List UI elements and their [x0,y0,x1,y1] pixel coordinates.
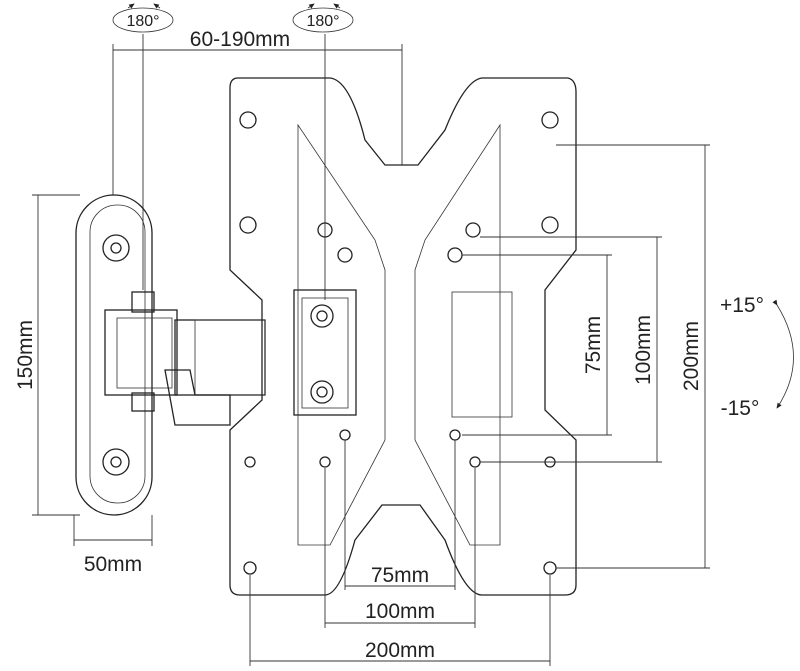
vesa-h-100-label: 100mm [365,600,435,623]
vesa-v-100-label: 100mm [632,315,655,385]
swivel-arm [104,289,357,426]
vesa-horizontal-dimensions: 75mm 100mm 200mm [249,440,551,666]
vesa-h-200-label: 200mm [365,639,435,662]
rotation-label-wall: 180° [126,13,159,30]
mounting-slots [239,111,559,575]
rotation-indicator-tv: 180° [292,3,354,33]
wall-plate-width-label: 50mm [84,553,142,576]
wall-plate-width-dimension: 50mm [73,515,153,576]
arm-extension-dimension: 60-190mm [112,28,403,300]
tilt-down-label: -15° [721,397,760,420]
vesa-v-75-label: 75mm [582,316,605,374]
wall-plate [75,194,153,516]
rotation-indicator-wall: 180° [112,3,174,33]
vesa-v-200-label: 200mm [680,321,703,391]
tilt-indicator: +15° -15° [720,294,794,420]
vesa-vertical-dimensions: 75mm 100mm 200mm [462,144,710,569]
rotation-label-tv: 180° [306,13,339,30]
wall-plate-height-dimension: 150mm [14,194,80,516]
arm-extension-label: 60-190mm [190,28,290,51]
vesa-plate [229,77,577,596]
wall-plate-height-label: 150mm [14,320,37,390]
tilt-up-label: +15° [720,294,764,317]
vesa-h-75-label: 75mm [371,564,429,587]
